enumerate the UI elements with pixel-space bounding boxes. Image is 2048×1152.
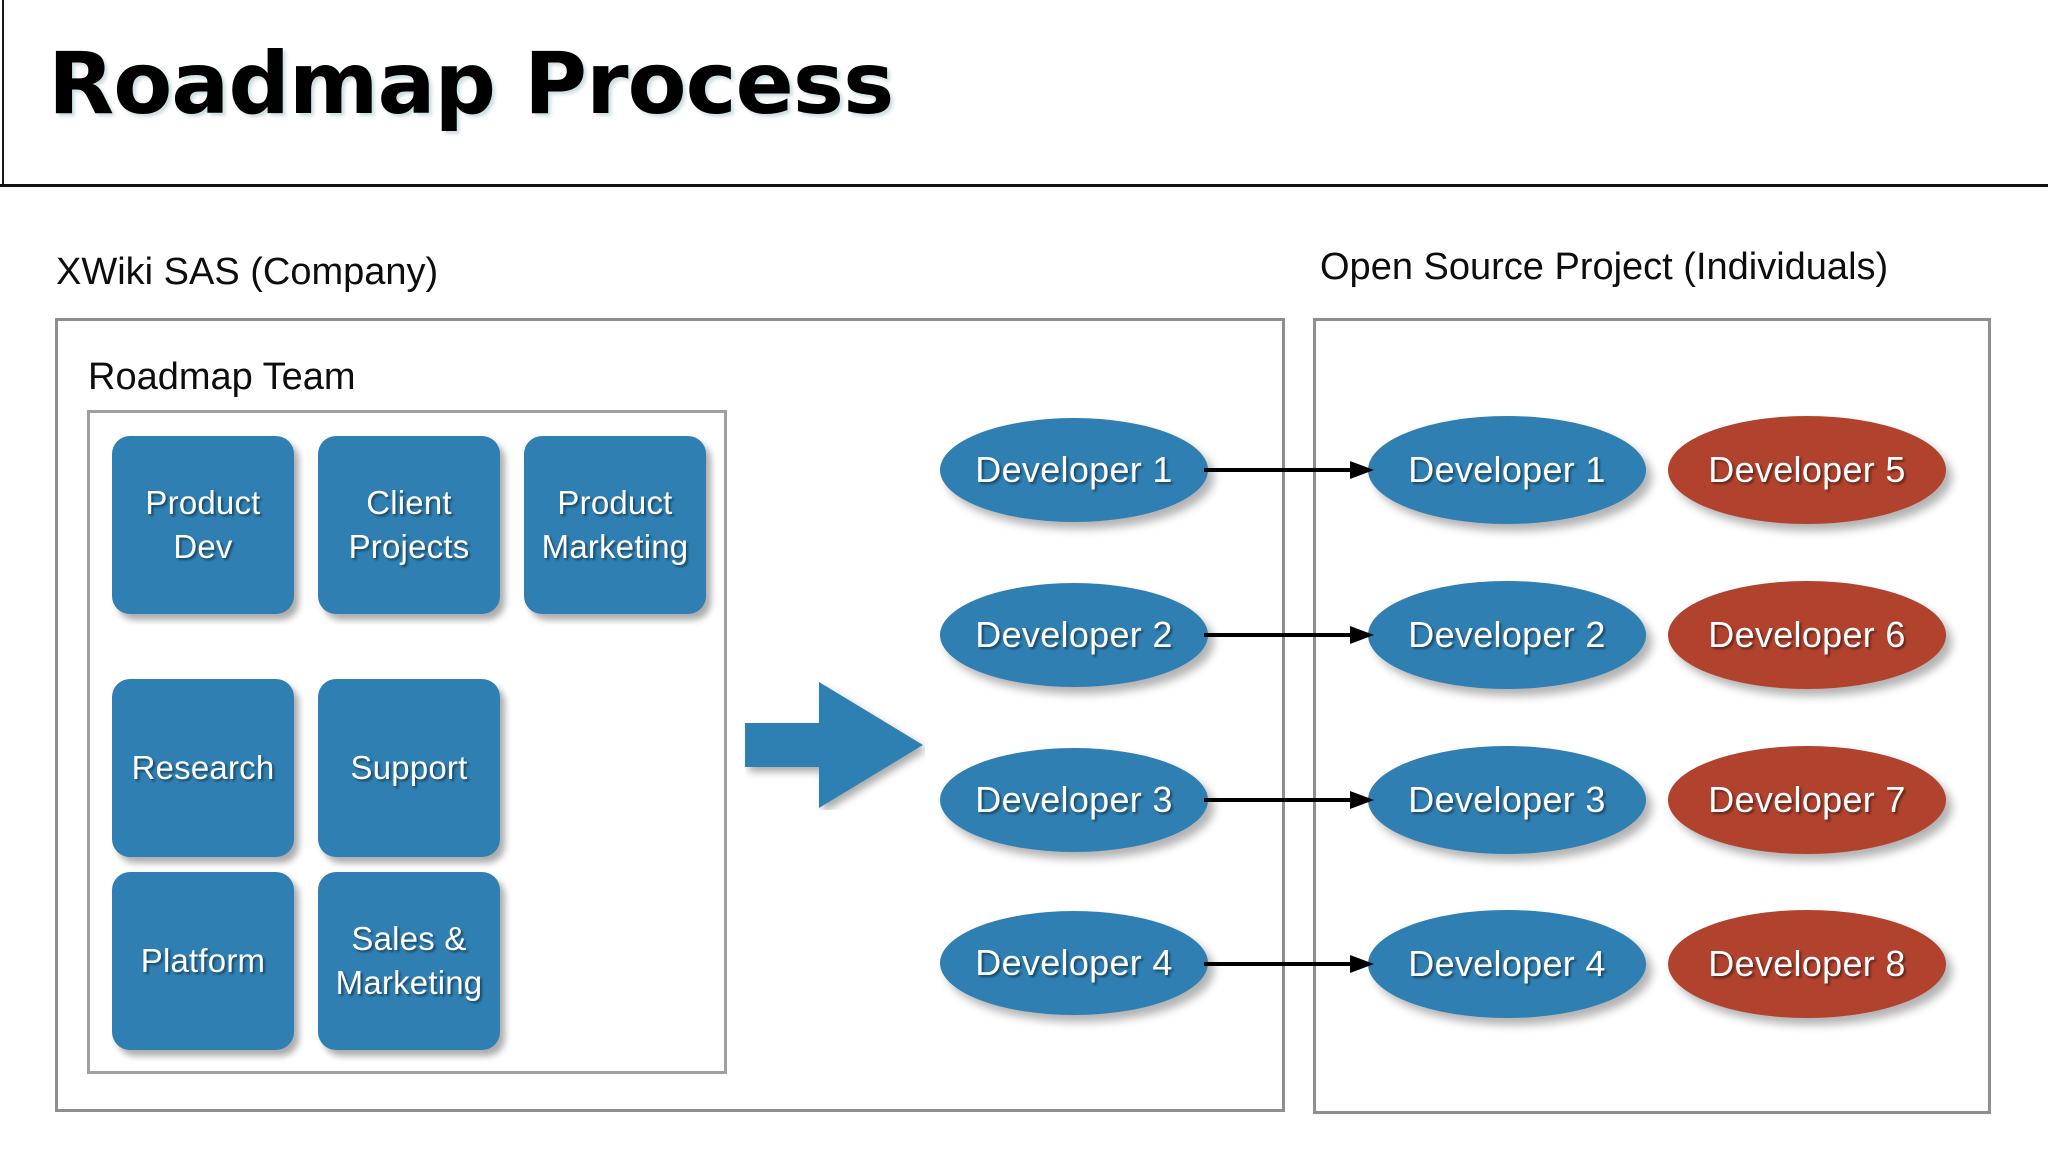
panel-company xyxy=(55,318,1285,1112)
team-tile-product-marketing[interactable]: Product Marketing xyxy=(524,436,706,614)
developer-label: Developer 3 xyxy=(975,779,1173,820)
developer-label: Developer 4 xyxy=(975,942,1173,983)
oss-developer-ellipse-5[interactable]: Developer 5 xyxy=(1668,416,1946,524)
team-to-developers-arrow-icon xyxy=(745,682,923,808)
oss-developer-ellipse-4[interactable]: Developer 4 xyxy=(1368,910,1646,1018)
developer-label: Developer 2 xyxy=(1408,614,1606,655)
developer-label: Developer 5 xyxy=(1708,449,1906,490)
company-developer-ellipse-1[interactable]: Developer 1 xyxy=(940,418,1208,522)
oss-developer-ellipse-2[interactable]: Developer 2 xyxy=(1368,581,1646,689)
developer-label: Developer 8 xyxy=(1708,943,1906,984)
roadmap-team-label: Roadmap Team xyxy=(88,356,356,398)
oss-developer-ellipse-1[interactable]: Developer 1 xyxy=(1368,416,1646,524)
developer-label: Developer 2 xyxy=(975,614,1173,655)
header-divider-rule xyxy=(0,184,2048,187)
company-developer-ellipse-3[interactable]: Developer 3 xyxy=(940,748,1208,852)
team-tile-label: Client Projects xyxy=(348,484,470,565)
team-tile-platform[interactable]: Platform xyxy=(112,872,294,1050)
team-tile-label: Product Marketing xyxy=(541,484,689,565)
team-tile-sales-marketing[interactable]: Sales & Marketing xyxy=(318,872,500,1050)
team-tile-research[interactable]: Research xyxy=(112,679,294,857)
roadmap-team-box xyxy=(87,410,727,1074)
page-title: Roadmap Process xyxy=(48,34,894,134)
oss-developer-ellipse-7[interactable]: Developer 7 xyxy=(1668,746,1946,854)
developer-label: Developer 6 xyxy=(1708,614,1906,655)
oss-developer-ellipse-8[interactable]: Developer 8 xyxy=(1668,910,1946,1018)
developer-label: Developer 1 xyxy=(975,449,1173,490)
developer-label: Developer 4 xyxy=(1408,943,1606,984)
team-tile-product-dev[interactable]: Product Dev xyxy=(112,436,294,614)
developer-label: Developer 7 xyxy=(1708,779,1906,820)
team-tile-label: Product Dev xyxy=(145,484,261,565)
team-tile-support[interactable]: Support xyxy=(318,679,500,857)
team-tile-label: Research xyxy=(131,749,275,786)
developer-label: Developer 1 xyxy=(1408,449,1606,490)
team-tile-label: Platform xyxy=(140,942,266,979)
section-caption-company: XWiki SAS (Company) xyxy=(56,251,439,293)
team-tile-client-projects[interactable]: Client Projects xyxy=(318,436,500,614)
team-tile-label: Sales & Marketing xyxy=(335,920,483,1001)
header-left-rule xyxy=(2,0,4,186)
oss-developer-ellipse-6[interactable]: Developer 6 xyxy=(1668,581,1946,689)
team-tile-label: Support xyxy=(350,749,468,786)
section-caption-open-source: Open Source Project (Individuals) xyxy=(1320,246,1889,288)
company-developer-ellipse-4[interactable]: Developer 4 xyxy=(940,911,1208,1015)
panel-open-source xyxy=(1313,318,1991,1114)
developer-label: Developer 3 xyxy=(1408,779,1606,820)
oss-developer-ellipse-3[interactable]: Developer 3 xyxy=(1368,746,1646,854)
company-developer-ellipse-2[interactable]: Developer 2 xyxy=(940,583,1208,687)
